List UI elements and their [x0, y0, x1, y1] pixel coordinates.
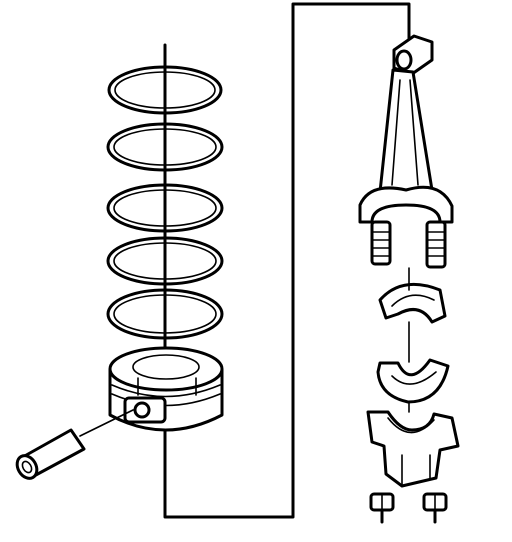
piston-pin-boss [123, 396, 167, 424]
piston-ring-5 [106, 288, 224, 340]
rod-bearing-upper [378, 282, 447, 324]
piston-ring-3 [106, 183, 224, 233]
rod-nuts [369, 492, 448, 524]
piston-rings [106, 65, 224, 340]
rod-cap [366, 410, 460, 488]
rod-nut-left [369, 492, 395, 524]
piston-pin [15, 409, 134, 480]
assembly-centerline [163, 2, 411, 519]
piston-ring-1 [107, 65, 223, 115]
piston-ring-4 [106, 236, 224, 286]
rod-bearing-lower [376, 358, 450, 404]
connecting-rod [358, 34, 454, 269]
piston [108, 346, 224, 432]
rod-nut-right [422, 492, 448, 524]
piston-ring-2 [106, 122, 224, 172]
